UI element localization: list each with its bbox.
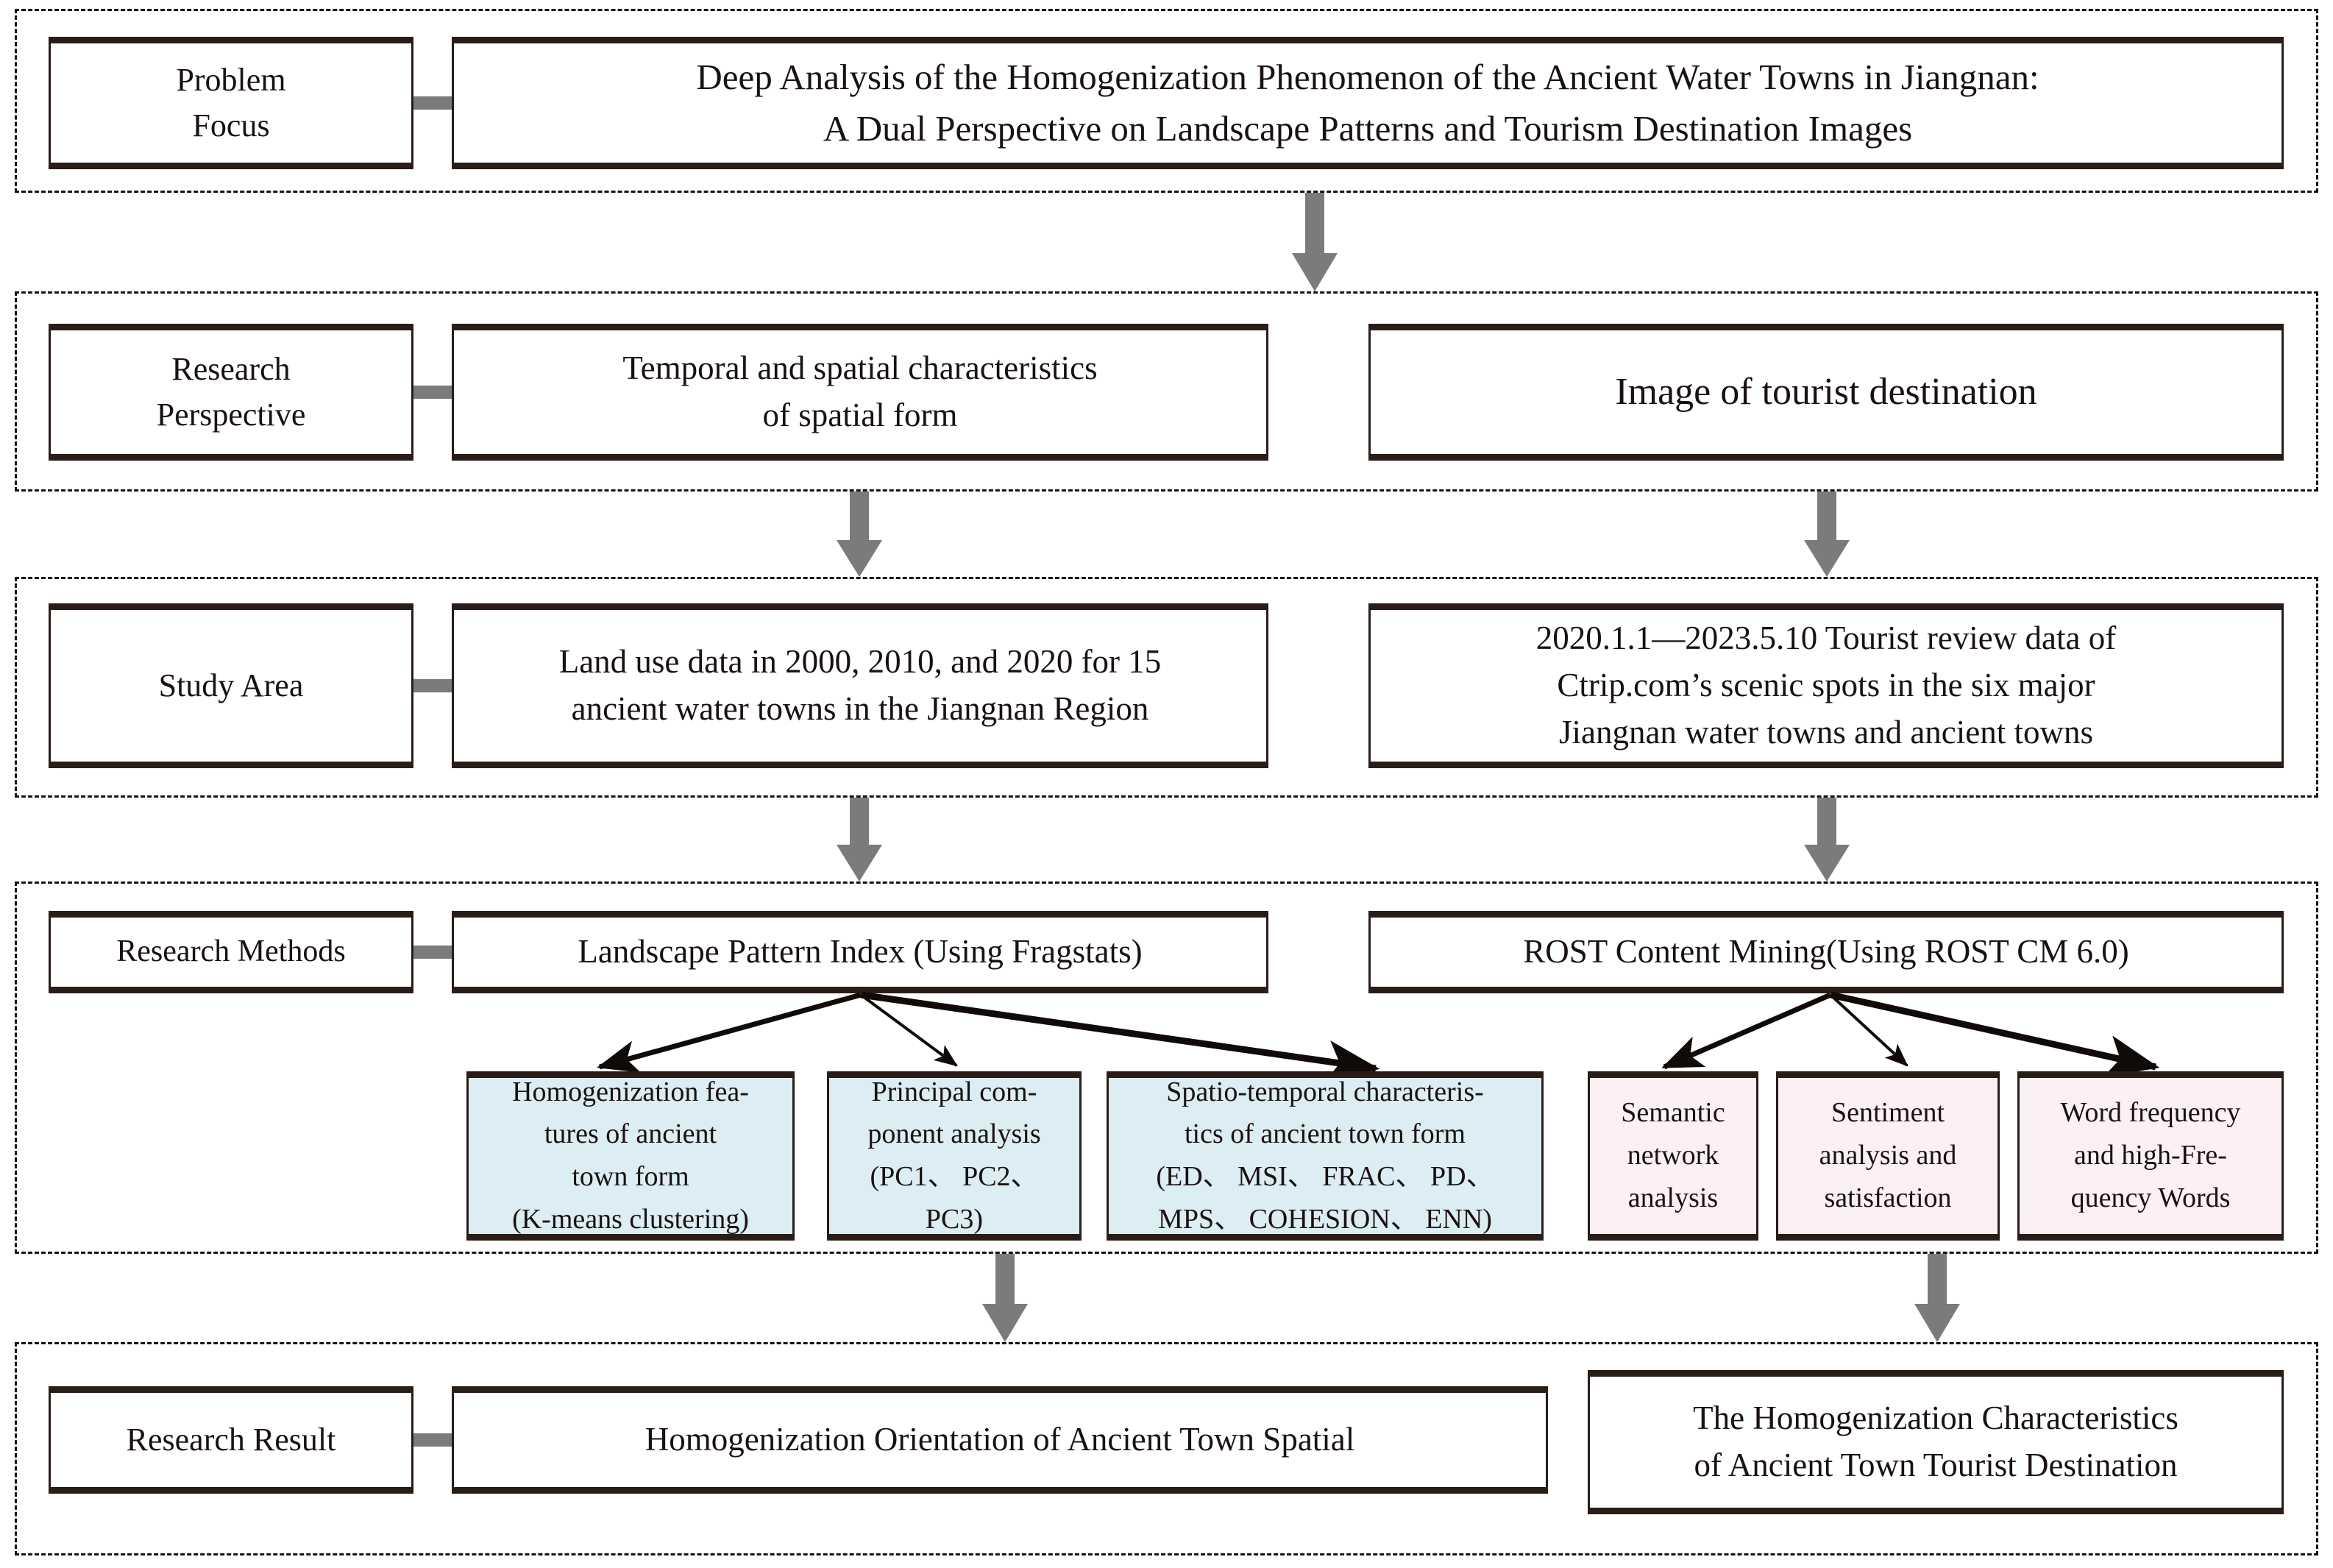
label-research-perspective-line2: Perspective [156, 397, 306, 433]
sentiment-analysis-line2: analysis and [1819, 1140, 1957, 1171]
content-box-land-use-data: Land use data in 2000, 2010, and 2020 fo… [452, 603, 1268, 768]
homogenization-features-line4: (K-means clustering) [512, 1203, 749, 1235]
label-research-perspective-line1: Research [171, 350, 291, 387]
content-box-landscape-pattern-index: Landscape Pattern Index (Using Fragstats… [452, 911, 1268, 993]
method-box-semantic-network-analysis: Semantic network analysis [1588, 1071, 1758, 1241]
sentiment-analysis-line1: Sentiment [1830, 1097, 1945, 1129]
label-research-result: Research Result [126, 1421, 336, 1458]
content-box-ctrip-review-data: 2020.1.1—2023.5.10 Tourist review data o… [1368, 603, 2284, 768]
content-box-problem-focus: Deep Analysis of the Homogenization Phen… [452, 37, 2284, 169]
spatio-temporal-line1: Spatio-temporal characteris- [1166, 1076, 1484, 1107]
word-frequency-line1: Word frequency [2060, 1097, 2241, 1129]
method-box-spatio-temporal-characteristics: Spatio-temporal characteris- tics of anc… [1107, 1071, 1544, 1241]
content-box-rost-content-mining: ROST Content Mining(Using ROST CM 6.0) [1368, 911, 2284, 993]
method-box-principal-component-analysis: Principal com- ponent analysis (PC1、 PC2… [827, 1071, 1082, 1241]
label-research-methods: Research Methods [116, 934, 346, 969]
pca-line3: (PC1、 PC2、 [870, 1161, 1039, 1192]
arrow-perspective-to-study-area-left [834, 492, 885, 577]
connector-nub-research-methods [413, 946, 452, 959]
arrow-perspective-to-study-area-right [1801, 492, 1853, 577]
landscape-pattern-index-text: Landscape Pattern Index (Using Fragstats… [578, 933, 1143, 971]
label-box-research-result: Research Result [49, 1386, 413, 1494]
content-box-tourist-destination-image: Image of tourist destination [1368, 324, 2284, 461]
homogenization-features-line2: tures of ancient [544, 1118, 717, 1150]
spatial-form-line1: Temporal and spatial characteristics [622, 350, 1098, 387]
semantic-network-line1: Semantic [1621, 1097, 1725, 1129]
semantic-network-line3: analysis [1627, 1182, 1719, 1213]
homogenization-features-line3: town form [572, 1161, 689, 1192]
connector-nub-research-result [413, 1433, 452, 1447]
land-use-data-line2: ancient water towns in the Jiangnan Regi… [571, 690, 1149, 727]
content-box-homogenization-characteristics: The Homogenization Characteristics of An… [1588, 1370, 2284, 1514]
arrow-methods-to-result-left [979, 1254, 1031, 1342]
content-box-homogenization-orientation: Homogenization Orientation of Ancient To… [452, 1386, 1548, 1494]
pca-line4: PC3) [925, 1203, 984, 1235]
spatio-temporal-line3: (ED、 MSI、 FRAC、 PD、 [1156, 1161, 1494, 1192]
label-problem-focus-line2: Focus [192, 107, 270, 143]
label-box-study-area: Study Area [49, 603, 413, 768]
band-research-result [15, 1342, 2318, 1555]
semantic-network-line2: network [1627, 1140, 1719, 1171]
band-research-methods [15, 881, 2318, 1254]
band-study-area [15, 577, 2318, 798]
sentiment-analysis-line3: satisfaction [1824, 1182, 1952, 1213]
tourist-destination-image-text: Image of tourist destination [1615, 371, 2037, 414]
word-frequency-line2: and high-Fre- [2074, 1140, 2227, 1171]
ctrip-review-line2: Ctrip.com’s scenic spots in the six majo… [1557, 667, 2095, 704]
rost-content-mining-text: ROST Content Mining(Using ROST CM 6.0) [1523, 933, 2129, 971]
word-frequency-line3: quency Words [2070, 1182, 2231, 1213]
ctrip-review-line3: Jiangnan water towns and ancient towns [1558, 713, 2094, 751]
label-box-research-perspective: Research Perspective [49, 324, 413, 461]
arrow-study-area-to-methods-left [834, 798, 885, 881]
pca-line1: Principal com- [871, 1076, 1037, 1107]
spatio-temporal-line4: MPS、 COHESION、 ENN) [1158, 1203, 1492, 1235]
method-box-word-frequency: Word frequency and high-Fre- quency Word… [2017, 1071, 2284, 1241]
land-use-data-line1: Land use data in 2000, 2010, and 2020 fo… [558, 643, 1162, 681]
homogenization-characteristics-line1: The Homogenization Characteristics [1693, 1400, 2178, 1437]
spatio-temporal-line2: tics of ancient town form [1184, 1118, 1466, 1150]
pca-line2: ponent analysis [867, 1118, 1041, 1150]
method-box-homogenization-features: Homogenization fea- tures of ancient tow… [466, 1071, 795, 1241]
problem-focus-title-line2: A Dual Perspective on Landscape Patterns… [823, 108, 1913, 149]
arrow-methods-to-result-right [1911, 1254, 1963, 1342]
arrow-study-area-to-methods-right [1801, 798, 1853, 881]
ctrip-review-line1: 2020.1.1—2023.5.10 Tourist review data o… [1535, 620, 2117, 657]
spatial-form-line2: of spatial form [762, 397, 958, 433]
method-box-sentiment-analysis: Sentiment analysis and satisfaction [1776, 1071, 2000, 1241]
arrow-problem-to-perspective [1289, 193, 1341, 291]
content-box-spatial-form: Temporal and spatial characteristics of … [452, 324, 1268, 461]
band-research-perspective [15, 291, 2318, 492]
connector-nub-study-area [413, 679, 452, 692]
band-problem-focus [15, 9, 2318, 193]
problem-focus-title-line1: Deep Analysis of the Homogenization Phen… [696, 57, 2039, 98]
label-problem-focus-line1: Problem [176, 61, 286, 98]
homogenization-characteristics-line2: of Ancient Town Tourist Destination [1694, 1447, 2178, 1483]
label-box-research-methods: Research Methods [49, 911, 413, 993]
connector-nub-problem-focus [413, 96, 452, 110]
homogenization-orientation-text: Homogenization Orientation of Ancient To… [644, 1421, 1355, 1458]
connector-nub-research-perspective [413, 386, 452, 399]
label-study-area: Study Area [158, 667, 304, 703]
homogenization-features-line1: Homogenization fea- [512, 1076, 749, 1107]
label-box-problem-focus: Problem Focus [49, 37, 413, 169]
